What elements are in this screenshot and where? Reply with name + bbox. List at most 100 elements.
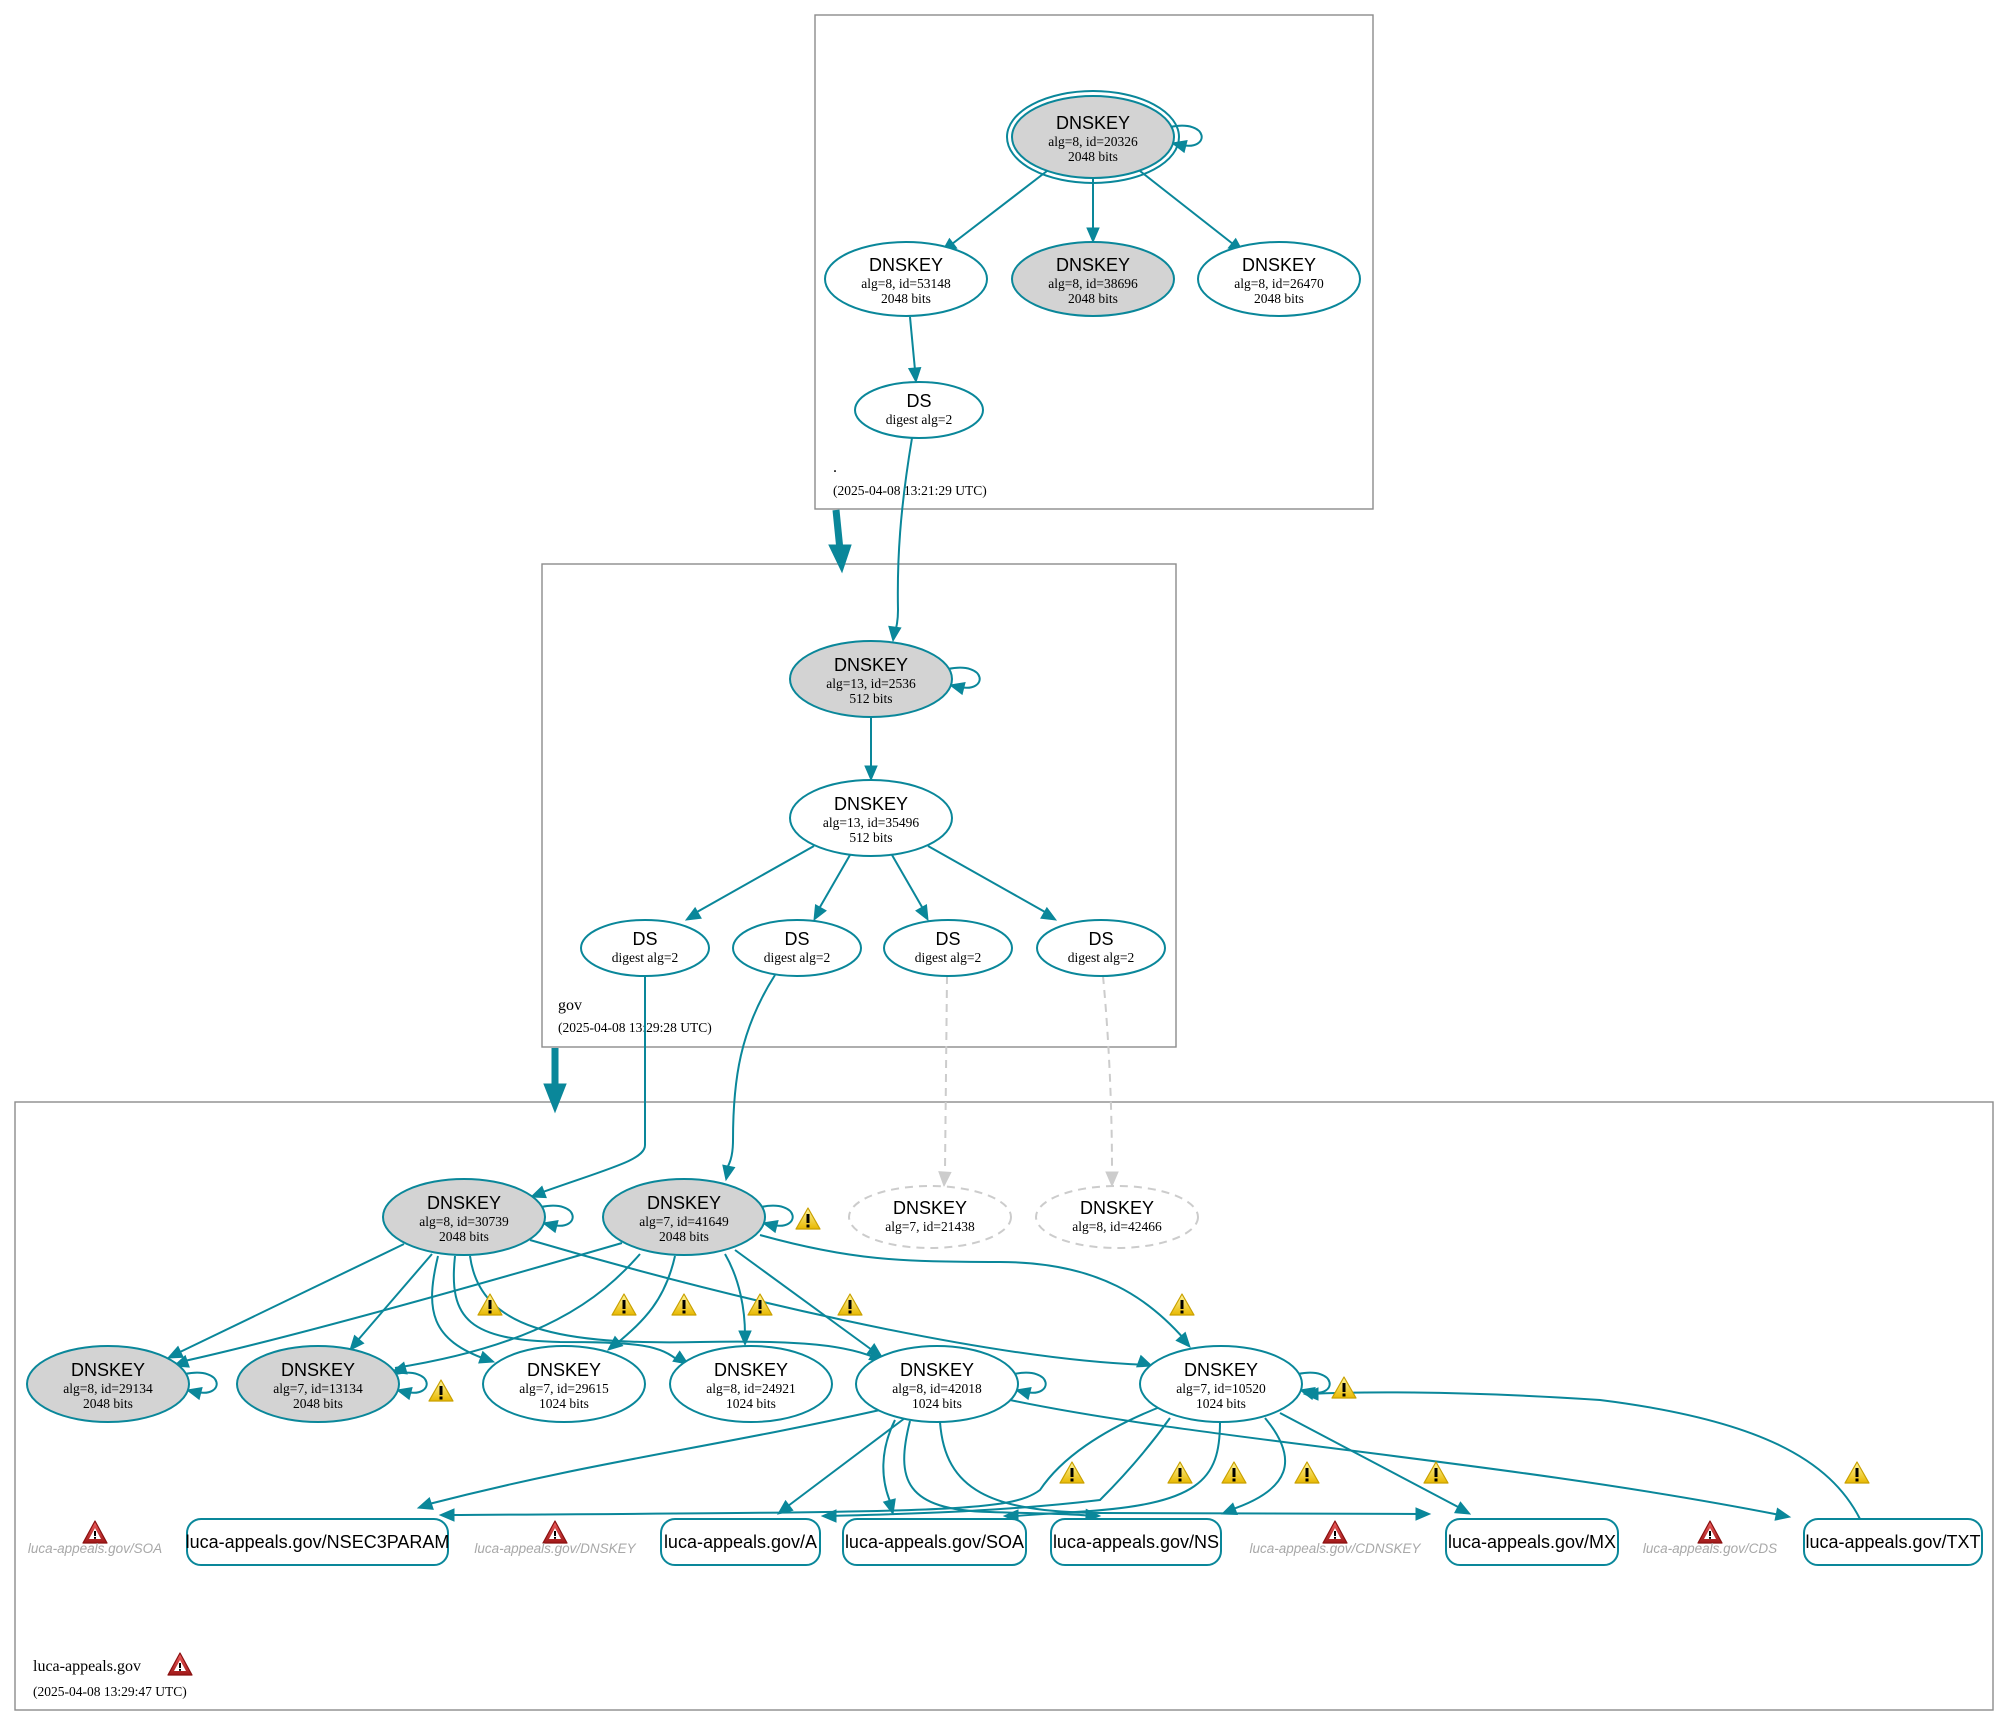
rrset-label: luca-appeals.gov/MX	[1448, 1532, 1616, 1552]
rrset-box	[1803, 1518, 1983, 1566]
arrowhead	[438, 1508, 455, 1522]
edge-20326-53148	[940, 170, 1048, 253]
node-detail: digest alg=2	[612, 950, 678, 965]
arrowhead	[1086, 227, 1100, 244]
rrset-label: luca-appeals.gov/A	[664, 1532, 817, 1552]
delegation-arrow-root-gov	[828, 509, 852, 574]
warning-icon[interactable]	[671, 1293, 697, 1316]
rrset-ns[interactable]: luca-appeals.gov/NS	[1050, 1518, 1222, 1566]
arrowhead	[820, 1509, 837, 1523]
arrowhead	[761, 1219, 779, 1234]
node-type: DS	[1088, 929, 1113, 949]
node-type: DNSKEY	[1080, 1198, 1154, 1218]
arrowhead	[864, 765, 878, 782]
edge-42018-mx	[939, 1421, 1432, 1521]
zone-cluster-root	[814, 14, 1374, 510]
edge-35496-ds3	[891, 854, 929, 922]
edge-35496-ds1	[684, 845, 815, 921]
node-shape	[1197, 241, 1361, 317]
zone-timestamp-root: (2025-04-08 13:21:29 UTC)	[833, 483, 987, 498]
node-shape	[732, 919, 862, 977]
node-type: DNSKEY	[893, 1198, 967, 1218]
edge-35496-ds4	[927, 845, 1058, 921]
node-detail: alg=8, id=20326	[1048, 134, 1138, 149]
error-triangle-icon[interactable]	[542, 1520, 568, 1544]
error-triangle-icon[interactable]	[82, 1520, 108, 1544]
zone-label-luca-appeals: luca-appeals.gov	[33, 1658, 141, 1675]
node-shape	[482, 1345, 646, 1423]
warning-icon[interactable]	[1221, 1461, 1247, 1484]
arrowhead	[541, 1219, 559, 1234]
zone-error-icon[interactable]	[167, 1652, 193, 1676]
node-shape	[789, 640, 953, 718]
arrowhead	[915, 904, 929, 922]
node-type: DNSKEY	[427, 1193, 501, 1213]
node-type: DNSKEY	[647, 1193, 721, 1213]
node-type: DS	[784, 929, 809, 949]
rrset-a[interactable]: luca-appeals.gov/A	[660, 1518, 821, 1566]
rrset-nsec3param[interactable]: luca-appeals.gov/NSEC3PARAM	[186, 1518, 450, 1566]
arrowhead	[888, 625, 902, 643]
arrowhead	[185, 1386, 203, 1401]
edge-10520-ns	[1220, 1417, 1287, 1516]
edges	[166, 124, 1861, 1523]
edge-42018-nsec3param	[416, 1409, 881, 1510]
warning-icon[interactable]	[837, 1293, 863, 1316]
node-shape	[1011, 95, 1175, 179]
node-detail: alg=8, id=42466	[1072, 1219, 1162, 1234]
warning-icon[interactable]	[795, 1207, 821, 1230]
node-size: 2048 bits	[439, 1229, 489, 1244]
edge-10520-a	[820, 1417, 1171, 1523]
warning-icon[interactable]	[1167, 1461, 1193, 1484]
error-triangle-icon[interactable]	[1697, 1520, 1723, 1544]
node-detail: alg=8, id=38696	[1048, 276, 1138, 291]
node-type: DNSKEY	[1184, 1360, 1258, 1380]
warning-icon[interactable]	[477, 1293, 503, 1316]
node-shape	[602, 1178, 766, 1256]
rrset-txt[interactable]: luca-appeals.gov/TXT	[1803, 1518, 1983, 1566]
warning-icon[interactable]	[1169, 1293, 1195, 1316]
arrowhead	[607, 1335, 624, 1351]
warning-icon[interactable]	[1423, 1461, 1449, 1484]
warning-icon[interactable]	[1059, 1461, 1085, 1484]
warning-icon[interactable]	[1294, 1461, 1320, 1484]
node-size: 2048 bits	[659, 1229, 709, 1244]
edge-gds2-41649	[722, 974, 776, 1182]
warning-icon[interactable]	[611, 1293, 637, 1316]
warning-icon[interactable]	[428, 1379, 454, 1402]
rrset-soa[interactable]: luca-appeals.gov/SOA	[842, 1518, 1027, 1566]
arrowhead	[907, 366, 922, 384]
rrset-label: luca-appeals.gov/SOA	[845, 1532, 1024, 1552]
node-size: 2048 bits	[881, 291, 931, 306]
arrowhead	[1774, 1507, 1792, 1521]
edge-30739-10520	[529, 1239, 1154, 1368]
zone-cluster-gov	[541, 563, 1177, 1048]
rrset-mx[interactable]: luca-appeals.gov/MX	[1445, 1518, 1619, 1566]
warning-icon[interactable]	[1331, 1376, 1357, 1399]
error-triangle-icon[interactable]	[1322, 1520, 1348, 1544]
warning-icon[interactable]	[1844, 1461, 1870, 1484]
warning-icon[interactable]	[747, 1293, 773, 1316]
self-edge-42018	[1013, 1371, 1047, 1401]
